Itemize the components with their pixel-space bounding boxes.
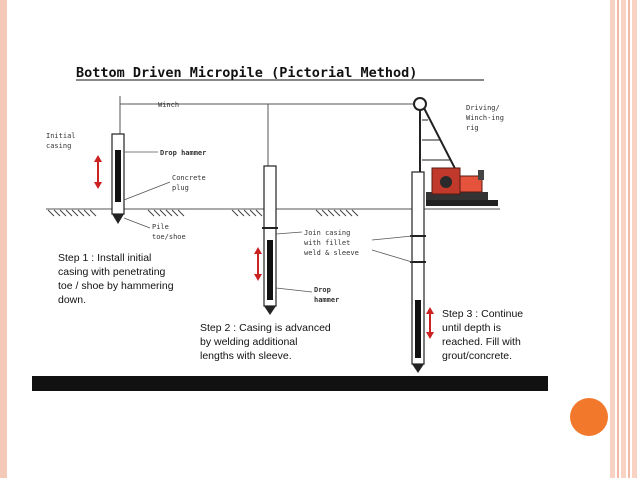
svg-text:by welding additional: by welding additional — [200, 336, 297, 348]
svg-text:down.: down. — [58, 294, 86, 306]
svg-text:Step 3 : Continue: Step 3 : Continue — [442, 308, 523, 320]
svg-text:grout/concrete.: grout/concrete. — [442, 350, 512, 362]
pile-3 — [410, 171, 426, 373]
drop-hammer-leader-2 — [275, 287, 313, 293]
svg-text:until depth is: until depth is — [442, 322, 501, 334]
svg-text:toe / shoe by hammering: toe / shoe by hammering — [58, 280, 174, 292]
svg-text:lengths with sleeve.: lengths with sleeve. — [200, 350, 292, 362]
svg-text:casing with penetrating: casing with penetrating — [58, 266, 166, 278]
rig-label-2: Winch-ing — [466, 114, 504, 122]
concrete-plug-leader — [123, 181, 171, 201]
drop-hammer-label-2b: hammer — [314, 296, 339, 304]
concrete-plug-label-2: plug — [172, 184, 189, 192]
step-2-text: Step 2 : Casing is advanced by welding a… — [200, 322, 331, 362]
slide-right-border — [610, 0, 638, 478]
drop-hammer-label-1: Drop hammer — [160, 149, 206, 157]
join-casing-label-2: with fillet — [304, 239, 350, 247]
join-casing-leader-2 — [275, 231, 303, 235]
rig-label-1: Driving/ — [466, 104, 500, 112]
pile-toe-label-1: Pile — [152, 223, 169, 231]
svg-text:Step 2 : Casing is advanced: Step 2 : Casing is advanced — [200, 322, 331, 334]
initial-casing-label-1: Initial — [46, 132, 76, 140]
pile-toe-leader — [123, 217, 151, 229]
step-3-text: Step 3 : Continue until depth is reached… — [442, 308, 523, 362]
arrow-pile-1 — [94, 155, 102, 189]
orange-circle-decoration — [570, 398, 608, 436]
join-casing-leader-3b — [371, 249, 413, 263]
join-casing-label-3: weld & sleeve — [304, 249, 359, 257]
pile-2 — [262, 165, 278, 315]
svg-text:Step 1 : Install initial: Step 1 : Install initial — [58, 252, 151, 264]
micropile-figure — [32, 62, 548, 392]
drop-hammer-label-2a: Drop — [314, 286, 331, 294]
svg-text:reached. Fill with: reached. Fill with — [442, 336, 521, 348]
concrete-plug-label-1: Concrete — [172, 174, 206, 182]
step-1-text: Step 1 : Install initial casing with pen… — [58, 252, 174, 306]
rig-label-3: rig — [466, 124, 479, 132]
figure-bottom-bar — [32, 376, 548, 391]
join-casing-leader-3a — [371, 235, 413, 241]
initial-casing-label-2: casing — [46, 142, 71, 150]
arrow-pile-2 — [254, 247, 262, 281]
ground-hatching — [47, 209, 359, 217]
pile-1 — [111, 133, 125, 224]
arrow-pile-3 — [426, 307, 434, 339]
figure-title: Bottom Driven Micropile (Pictorial Metho… — [76, 65, 417, 81]
pile-toe-label-2: toe/shoe — [152, 233, 186, 241]
winching-rig — [413, 97, 498, 206]
slide-left-border — [0, 0, 7, 478]
join-casing-label-1: Join casing — [304, 229, 350, 237]
winch-label: Winch — [158, 101, 179, 109]
